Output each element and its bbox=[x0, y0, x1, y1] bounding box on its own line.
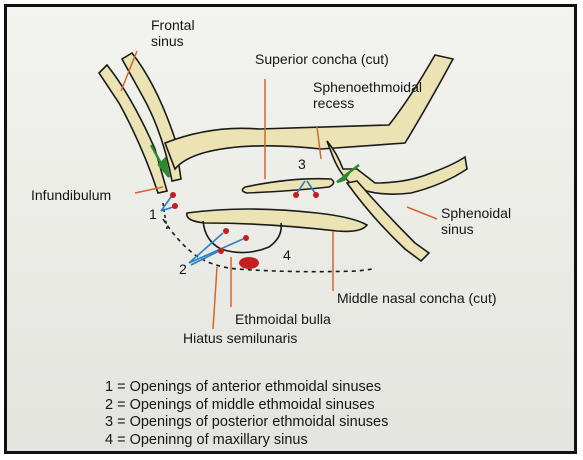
opening-3a bbox=[293, 192, 299, 198]
label-frontal-sinus: Frontal sinus bbox=[151, 17, 195, 49]
opening-dots bbox=[170, 192, 319, 269]
label-sphenoidal-sinus: Sphenoidal sinus bbox=[441, 205, 511, 237]
label-infundibulum: Infundibulum bbox=[31, 187, 111, 203]
leader-sphenoidal-sinus bbox=[407, 207, 437, 219]
diagram-frame: Frontal sinus Superior concha (cut) Sphe… bbox=[4, 4, 577, 454]
frontal-sinus-line2: sinus bbox=[151, 33, 195, 49]
middle-concha bbox=[187, 209, 367, 231]
sphenoidal-line1: Sphenoidal bbox=[441, 205, 511, 221]
legend: 1 = Openings of anterior ethmoidal sinus… bbox=[105, 379, 388, 449]
frontal-bone-outer bbox=[99, 65, 167, 193]
label-ethmoidal-bulla: Ethmoidal bulla bbox=[235, 311, 331, 327]
legend-item-1: 1 = Openings of anterior ethmoidal sinus… bbox=[105, 379, 388, 397]
legend-item-4: 4 = Openinng of maxillary sinus bbox=[105, 432, 388, 450]
label-superior-concha: Superior concha (cut) bbox=[255, 51, 389, 67]
superior-concha bbox=[242, 179, 333, 193]
marker-1: 1 bbox=[149, 206, 157, 222]
legend-item-3: 3 = Openings of posterior ethmoidal sinu… bbox=[105, 414, 388, 432]
marker-4: 4 bbox=[283, 247, 291, 263]
skull-base-roof bbox=[165, 55, 453, 169]
opening-3b bbox=[313, 192, 319, 198]
leader-hiatus bbox=[213, 267, 217, 329]
opening-maxillary bbox=[239, 257, 259, 269]
legend-item-2: 2 = Openings of middle ethmoidal sinuses bbox=[105, 397, 388, 415]
pointer-2b bbox=[189, 239, 243, 263]
opening-2b bbox=[243, 235, 249, 241]
opening-2c bbox=[218, 248, 224, 254]
label-sphenoethmoidal-recess: Sphenoethmoidal recess bbox=[313, 79, 422, 111]
sphenoid-body bbox=[327, 141, 467, 194]
marker-2: 2 bbox=[179, 261, 187, 277]
opening-1b bbox=[172, 203, 178, 209]
label-middle-nasal-concha: Middle nasal concha (cut) bbox=[337, 290, 497, 306]
label-hiatus-semilunaris: Hiatus semilunaris bbox=[183, 330, 297, 346]
opening-2a bbox=[223, 228, 229, 234]
frontal-sinus-line1: Frontal bbox=[151, 17, 195, 33]
sphenoidal-line2: sinus bbox=[441, 221, 511, 237]
opening-1a bbox=[170, 192, 176, 198]
marker-3: 3 bbox=[298, 156, 306, 172]
sphenoethmoidal-line1: Sphenoethmoidal bbox=[313, 79, 422, 95]
sphenoethmoidal-line2: recess bbox=[313, 95, 422, 111]
